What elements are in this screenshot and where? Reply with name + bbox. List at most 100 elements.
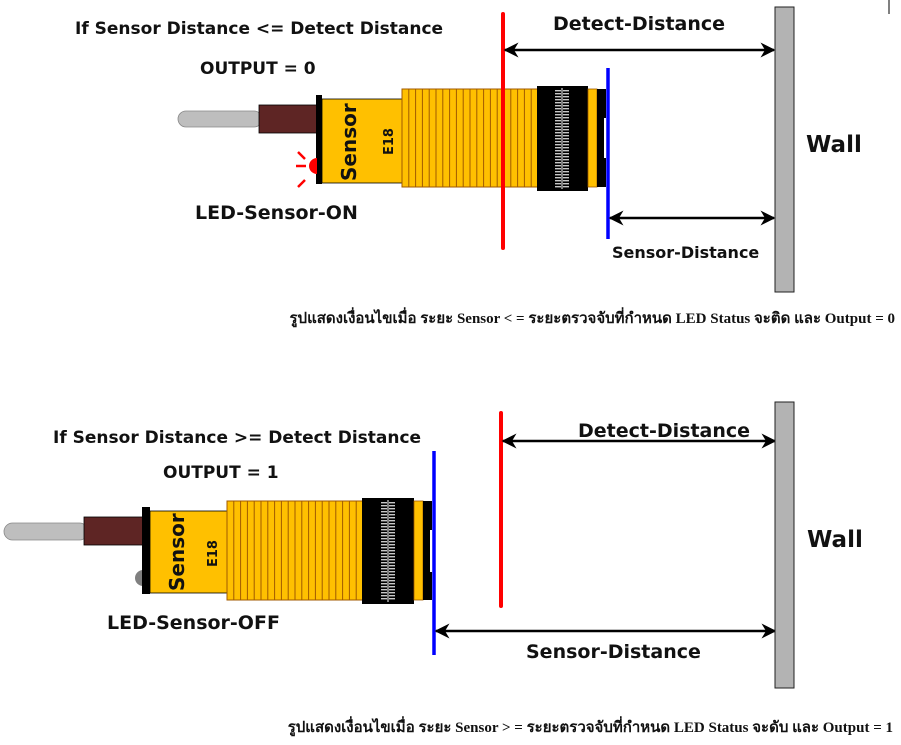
nut-ridge [563, 135, 569, 137]
bottom-scene: If Sensor Distance >= Detect Distance OU… [3, 401, 893, 737]
nut-ridge [389, 541, 395, 543]
nut-ridge [563, 186, 569, 188]
nut-ridge [555, 141, 561, 143]
bottom-back-plate [142, 507, 150, 594]
bottom-led-label: LED-Sensor-OFF [107, 612, 280, 634]
nut-ridge [381, 598, 387, 600]
top-nut-ridges [555, 88, 569, 189]
nut-ridge [381, 517, 387, 519]
nut-ridge [563, 150, 569, 152]
nut-ridge [381, 574, 387, 576]
nut-ridge [563, 153, 569, 155]
nut-ridge [555, 144, 561, 146]
nut-ridge [555, 174, 561, 176]
nut-ridge [381, 586, 387, 588]
bottom-nut-ridges [381, 500, 395, 602]
nut-ridge [381, 523, 387, 525]
nut-ridge [389, 532, 395, 534]
bottom-cable [83, 516, 145, 546]
nut-ridge [381, 526, 387, 528]
nut-ridge [389, 589, 395, 591]
nut-ridge [563, 147, 569, 149]
nut-ridge [555, 126, 561, 128]
nut-ridge [381, 559, 387, 561]
nut-ridge [563, 105, 569, 107]
bottom-output-text: OUTPUT = 1 [163, 463, 279, 483]
nut-ridge [389, 535, 395, 537]
nut-ridge [563, 174, 569, 176]
nut-ridge [563, 159, 569, 161]
nut-ridge [563, 108, 569, 110]
top-output-text: OUTPUT = 0 [200, 59, 316, 79]
nut-ridge [389, 559, 395, 561]
nut-ridge [381, 544, 387, 546]
nut-ridge [555, 120, 561, 122]
nut-ridge [381, 547, 387, 549]
nut-ridge [555, 129, 561, 131]
nut-ridge [563, 141, 569, 143]
nut-ridge [381, 535, 387, 537]
nut-ridge [381, 595, 387, 597]
nut-ridge [389, 529, 395, 531]
nut-ridge [555, 96, 561, 98]
nut-ridge [563, 162, 569, 164]
bottom-sensor-model: E18 [206, 540, 221, 567]
nut-ridge [389, 550, 395, 552]
nut-ridge [381, 550, 387, 552]
top-sensor-model: E18 [382, 128, 397, 155]
nut-ridge [555, 180, 561, 182]
nut-ridge [389, 574, 395, 576]
nut-ridge [563, 93, 569, 95]
nut-ridge [555, 150, 561, 152]
nut-ridge [389, 502, 395, 504]
top-lens-cap [597, 89, 606, 187]
bottom-front-ring [413, 500, 424, 601]
bottom-sensor-label: Sensor [165, 513, 189, 591]
top-sensor-distance-label: Sensor-Distance [612, 243, 759, 262]
nut-ridge [389, 568, 395, 570]
nut-ridge [563, 180, 569, 182]
nut-ridge [563, 177, 569, 179]
nut-ridge [381, 592, 387, 594]
nut-ridge [555, 123, 561, 125]
nut-ridge [555, 102, 561, 104]
nut-ridge [555, 90, 561, 92]
top-detect-label: Detect-Distance [553, 13, 725, 35]
top-led-on-icon [309, 158, 317, 174]
nut-ridge [389, 523, 395, 525]
nut-ridge [563, 114, 569, 116]
nut-ridge [389, 580, 395, 582]
nut-ridge [389, 595, 395, 597]
nut-ridge [389, 583, 395, 585]
bottom-led-off-icon [135, 570, 143, 586]
nut-ridge [563, 96, 569, 98]
nut-ridge [555, 177, 561, 179]
nut-ridge [563, 117, 569, 119]
nut-ridge [389, 526, 395, 528]
nut-ridge [555, 132, 561, 134]
nut-ridge [563, 156, 569, 158]
nut-ridge [381, 580, 387, 582]
nut-ridge [555, 111, 561, 113]
nut-ridge [555, 159, 561, 161]
nut-ridge [555, 108, 561, 110]
nut-ridge [563, 138, 569, 140]
top-lens [604, 118, 606, 158]
nut-ridge [555, 135, 561, 137]
nut-ridge [381, 538, 387, 540]
nut-ridge [381, 562, 387, 564]
top-condition-text: If Sensor Distance <= Detect Distance [75, 19, 443, 39]
nut-ridge [381, 505, 387, 507]
nut-ridge [381, 577, 387, 579]
bottom-condition-text: If Sensor Distance >= Detect Distance [53, 428, 421, 448]
nut-ridge [389, 553, 395, 555]
bottom-wall-label: Wall [807, 527, 863, 553]
top-wall-label: Wall [806, 132, 862, 158]
bottom-sensor: Sensor E18 [3, 498, 432, 604]
nut-ridge [555, 99, 561, 101]
top-cable [258, 104, 319, 134]
nut-ridge [555, 168, 561, 170]
nut-ridge [555, 186, 561, 188]
nut-ridge [563, 120, 569, 122]
nut-ridge [381, 565, 387, 567]
